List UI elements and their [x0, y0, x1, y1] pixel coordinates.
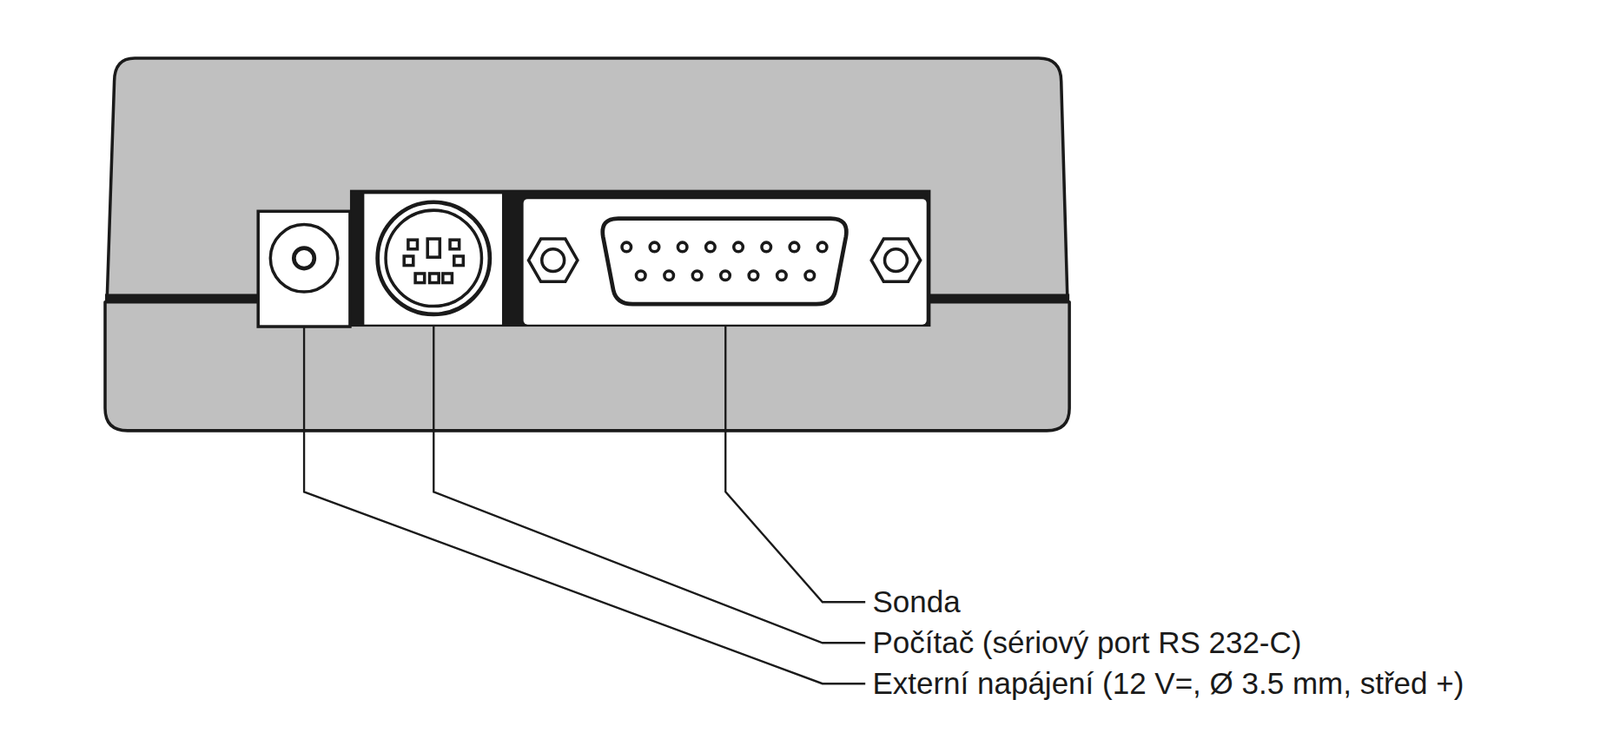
db25-pin — [777, 271, 787, 281]
db25-pin — [649, 242, 660, 252]
hex-nut — [528, 238, 578, 282]
db25-pin — [748, 271, 759, 281]
db25-pin — [664, 271, 675, 281]
db25-shell — [602, 218, 847, 305]
mini-din-plate — [363, 193, 503, 324]
power-jack-pin — [293, 248, 314, 269]
db25-pin — [677, 242, 688, 252]
leader-line — [433, 326, 866, 643]
connector-frame — [350, 190, 931, 327]
db25-pin — [706, 242, 716, 252]
mini-din-pins — [403, 239, 463, 283]
connector-label: Sonda — [872, 585, 960, 620]
db25-pin — [720, 271, 731, 281]
mini-din-ring — [385, 210, 482, 306]
power-jack-plate — [257, 211, 351, 327]
connector-label: Počítač (sériový port RS 232-C) — [872, 626, 1302, 661]
db25-pins — [621, 242, 827, 280]
db25-pin — [805, 271, 815, 281]
db25-pin — [692, 271, 702, 281]
connector-label: Externí napájení (12 V=, Ø 3.5 mm, střed… — [872, 667, 1464, 701]
db25-pin — [635, 271, 646, 281]
mini-din-key — [427, 238, 440, 258]
mini-din-socket — [377, 202, 490, 315]
power-jack — [270, 224, 338, 293]
db25-pin — [733, 242, 744, 252]
db25-pin — [789, 242, 800, 252]
db25-pin — [761, 242, 772, 252]
db25-pin — [621, 242, 632, 252]
hex-nut — [871, 238, 920, 282]
leader-line — [725, 326, 866, 602]
leader-line — [304, 326, 866, 684]
db25-pin — [817, 242, 827, 252]
hex-nut-hole — [885, 249, 908, 272]
db25-plate — [523, 198, 927, 324]
hex-nut-hole — [542, 249, 565, 272]
